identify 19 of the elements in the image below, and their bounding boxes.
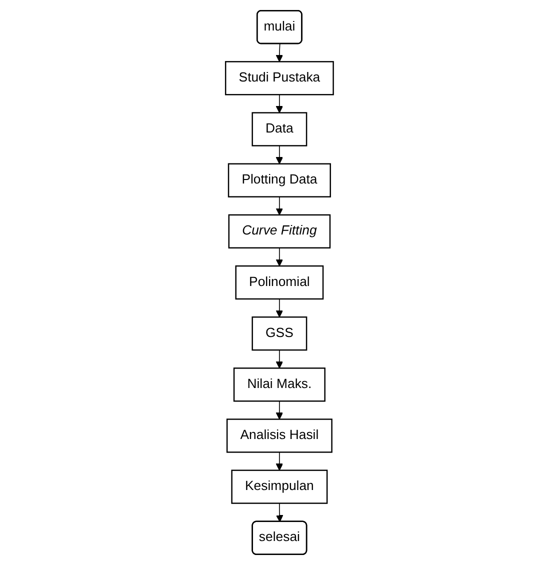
node-box: GSS xyxy=(251,316,307,351)
arrow xyxy=(276,502,283,522)
arrow xyxy=(275,400,283,420)
arrow xyxy=(275,452,283,471)
arrow xyxy=(275,44,283,62)
node-box: Polinomial xyxy=(234,265,324,300)
arrow xyxy=(275,94,283,114)
arrow xyxy=(275,145,283,164)
node-box: Plotting Data xyxy=(227,163,331,198)
arrow xyxy=(275,350,283,368)
arrow xyxy=(275,247,283,266)
node-box: Curve Fitting xyxy=(228,214,330,249)
node-box: Analisis Hasil xyxy=(226,418,332,453)
arrow xyxy=(275,298,283,318)
node-box: Data xyxy=(251,112,307,146)
node-box: Nilai Maks. xyxy=(232,368,326,402)
node-box: Studi Pustaka xyxy=(224,61,334,96)
arrow xyxy=(275,196,283,216)
node-box: Kesimpulan xyxy=(230,470,328,504)
